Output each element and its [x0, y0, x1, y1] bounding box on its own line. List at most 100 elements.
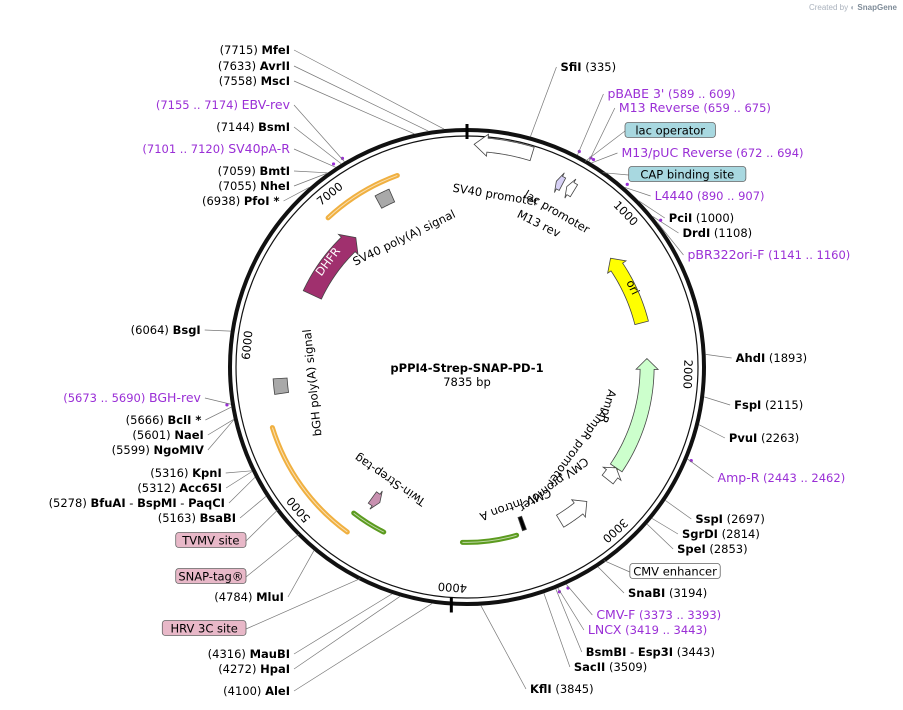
- feature-label-bgh-poly-a-signal: bGH poly(A) signal: [300, 329, 325, 437]
- site-extra: BspMI: [137, 496, 177, 510]
- dhfr-region-arc-highlight: [327, 174, 398, 219]
- site-name: AhdI: [736, 351, 766, 365]
- leader-bfuai: [228, 477, 256, 504]
- site-msci: (7558) MscI: [219, 74, 290, 88]
- box-cmv-enhancer: [629, 563, 721, 579]
- site-extra: Esp3I: [638, 645, 673, 659]
- primer-name: BGH-rev: [149, 390, 202, 405]
- site-primer-pbabe-3: pBABE 3' (589 .. 609): [607, 86, 735, 101]
- strep-region-arc-highlight: [353, 512, 384, 533]
- leader-hpai: [293, 596, 401, 670]
- site-name: MscI: [261, 74, 290, 88]
- site-name: BsgI: [173, 323, 201, 337]
- leader-pvui: [698, 424, 726, 439]
- leader-bsabi: [239, 496, 267, 519]
- site-bmti: (7059) BmtI: [218, 164, 290, 178]
- leader-primer-cmv-f: [566, 584, 593, 616]
- site-pos: (2697): [727, 512, 765, 526]
- site-bsgi: (6064) BsgI: [131, 323, 201, 337]
- site-pos: (1893): [769, 351, 807, 365]
- site-name: MluI: [256, 590, 284, 604]
- site-mfei: (7715) MfeI: [220, 43, 290, 57]
- leader-primer-ebv-rev: [293, 104, 345, 163]
- primer-pos: (672 .. 694): [736, 146, 804, 160]
- site-nhei: (7055) NheI: [218, 179, 290, 193]
- site-pos: (2263): [761, 431, 799, 445]
- primer-name: LNCX: [588, 622, 622, 637]
- primer-marker-m13-puc-reverse: [591, 157, 596, 162]
- site-primer-cmv-f: CMV-F (3373 .. 3393): [596, 607, 721, 622]
- site-pos: (5278): [49, 496, 87, 510]
- site-maubi: (4316) MauBI: [208, 647, 290, 661]
- leader-box-tvmv-site: [245, 509, 279, 542]
- site-primer-pbr322ori-f: pBR322ori-F (1141 .. 1160): [687, 247, 850, 262]
- leader-primer-m13-reverse: [588, 107, 616, 162]
- leader-mlui: [287, 550, 315, 598]
- site-pos: (6938): [202, 194, 240, 208]
- feature-ampr-promoter: [601, 466, 622, 485]
- site-primer-bgh-rev: (5673 .. 5690) BGH-rev: [63, 390, 201, 405]
- site-name: KpnI: [192, 466, 222, 480]
- site-pos: (4316): [208, 647, 246, 661]
- site-pos: (3509): [609, 660, 647, 674]
- leader-box-cap-binding-site: [602, 172, 629, 176]
- leader-box-hrv-3c-site: [245, 578, 361, 630]
- feature-arcs: [269, 172, 650, 545]
- site-pos: (3194): [669, 586, 707, 600]
- site-name: SpeI: [677, 542, 706, 556]
- primer-marker-bgh-rev: [225, 403, 229, 407]
- site-naei: (5601) NaeI: [132, 428, 203, 442]
- site-name: PciI: [669, 211, 692, 225]
- site-kfli: KflI (3845): [530, 682, 594, 696]
- site-pos: (5599): [112, 443, 150, 457]
- feature-ori: [607, 257, 649, 326]
- snapgene-logo-icon: ◐: [850, 3, 856, 12]
- leader-avrii: [293, 65, 429, 132]
- leader-primer-l4440: [624, 187, 651, 197]
- feature-sv40-promoter: [473, 133, 535, 162]
- site-pos: (5666): [126, 413, 164, 427]
- primer-name: L4440: [655, 188, 694, 203]
- site-sfii: SfiI (335): [560, 60, 616, 74]
- primer-name: M13 Reverse: [619, 100, 700, 115]
- primer-marker-lncx: [557, 590, 562, 594]
- primer-pos: (589 .. 609): [668, 87, 736, 101]
- site-pos: (7144): [216, 120, 254, 134]
- site-name: BsaBI: [200, 511, 236, 525]
- feature-cmv-intron-a: [517, 515, 527, 532]
- site-bsabi: (5163) BsaBI: [158, 511, 236, 525]
- site-pos: (2853): [709, 542, 747, 556]
- site-bsmbi: BsmBI - Esp3I (3443): [586, 645, 715, 659]
- primer-name: M13/pUC Reverse: [621, 145, 732, 160]
- leader-ahdi: [705, 354, 732, 359]
- box-tvmv-site: [175, 532, 247, 548]
- leader-spei: [646, 523, 674, 550]
- site-name: BmtI: [259, 164, 290, 178]
- site-pos: (6064): [131, 323, 169, 337]
- site-name: KflI: [530, 682, 552, 696]
- box-hrv-3c-site: [161, 620, 247, 636]
- plasmid-name: pPPI4-Strep-SNAP-PD-1: [390, 361, 543, 375]
- site-pos: (335): [585, 60, 616, 74]
- site-pos: (1108): [714, 226, 752, 240]
- site-pcii: PciI (1000): [669, 211, 734, 225]
- tick-label-2000: 2000: [680, 359, 695, 389]
- leader-primer-pbabe-3: [577, 93, 604, 156]
- feature-ampr: [609, 357, 660, 473]
- leader-pfoi: [283, 186, 310, 202]
- leader-bsgi: [204, 329, 231, 332]
- site-name: AvrII: [260, 59, 290, 73]
- feature-m13-rev: [554, 172, 567, 193]
- feature-label-sv40-poly-a-signal: SV40 poly(A) signal: [350, 207, 457, 269]
- primer-pos: (2443 .. 2462): [763, 471, 845, 485]
- primer-marker-l4440: [625, 182, 629, 186]
- primer-name: EBV-rev: [242, 97, 291, 112]
- site-name: NgoMIV: [153, 443, 203, 457]
- feature-sv40-poly-a-signal: [374, 188, 396, 209]
- site-ngomiv: (5599) NgoMIV: [112, 443, 204, 457]
- tick-label-6000: 6000: [239, 330, 256, 361]
- primer-name: pBABE 3': [607, 86, 664, 101]
- site-drdi: DrdI (1108): [683, 226, 753, 240]
- site-pos: (5601): [132, 428, 170, 442]
- primer-name: CMV-F: [596, 607, 635, 622]
